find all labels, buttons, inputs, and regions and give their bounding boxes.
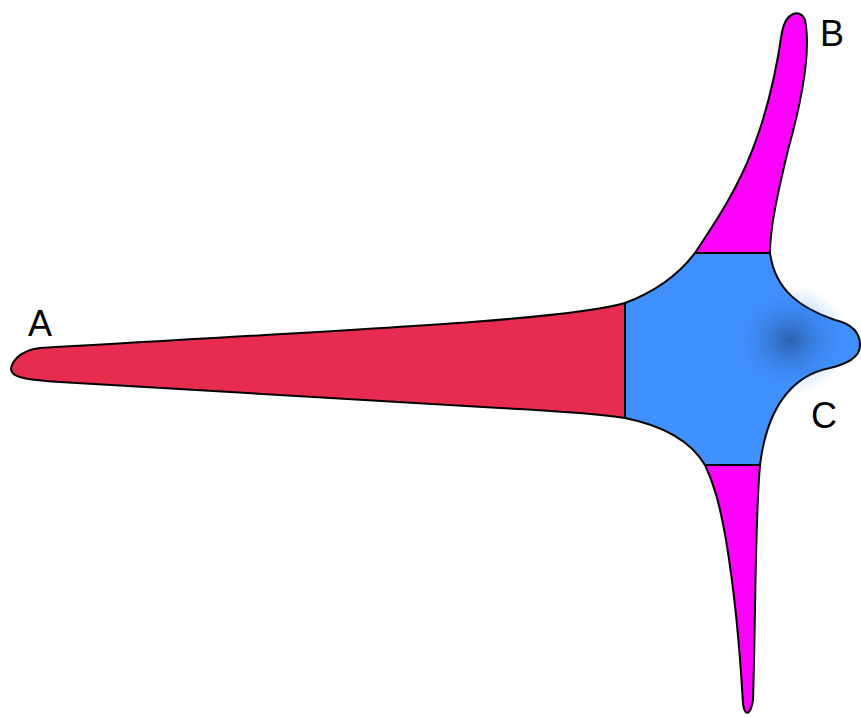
blue-center: [625, 253, 860, 465]
part-letter: B: [820, 16, 844, 52]
upper-magenta-arm: [695, 13, 807, 253]
red-arm: [11, 303, 625, 418]
lower-magenta-arm: [705, 465, 760, 713]
part-letter: C: [811, 398, 837, 434]
shading: [730, 285, 850, 395]
part-letter: A: [28, 306, 52, 342]
